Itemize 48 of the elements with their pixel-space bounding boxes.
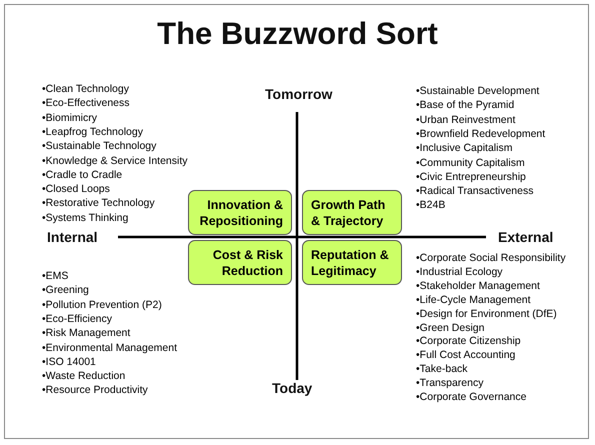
list-item: •ISO 14001 bbox=[42, 354, 96, 370]
slide-title: The Buzzword Sort bbox=[156, 16, 439, 52]
list-item: •Corporate Citizenship bbox=[416, 335, 521, 350]
list-item: •Restorative Technology bbox=[42, 196, 155, 211]
list-item: •Environmental Management bbox=[42, 340, 177, 355]
list-item: •Stakeholder Management bbox=[416, 280, 540, 294]
list-item: •Green Design bbox=[416, 322, 484, 336]
list-item: •Eco-Efficiency bbox=[42, 312, 112, 326]
list-item: •Risk Management bbox=[42, 326, 130, 340]
axis-label: Tomorrow bbox=[265, 86, 332, 102]
list-item: •B24B bbox=[416, 198, 446, 213]
list-item: •Civic Entrepreneurship bbox=[416, 170, 526, 184]
list-item: •Eco-Effectiveness bbox=[42, 96, 130, 111]
list-item: •Brownfield Redevelopment bbox=[416, 126, 546, 142]
list-item: •Greening bbox=[42, 283, 89, 298]
axis-label: Today bbox=[272, 380, 312, 396]
list-item: •Sustainable Development bbox=[416, 84, 540, 98]
list-item: •Resource Productivity bbox=[42, 383, 148, 398]
axis-label: Internal bbox=[47, 229, 98, 245]
quadrant-box: Innovation & Repositioning bbox=[188, 190, 292, 235]
list-item: •Cradle to Cradle bbox=[42, 168, 122, 182]
list-item: •Community Capitalism bbox=[416, 156, 525, 170]
list-item: •Corporate Social Responsibility bbox=[416, 252, 566, 266]
list-item: •Take-back bbox=[416, 363, 468, 378]
quadrant-box: Reputation & Legitimacy bbox=[302, 240, 402, 285]
list-item: •Inclusive Capitalism bbox=[416, 141, 512, 156]
list-item: •EMS bbox=[42, 269, 68, 284]
list-item: •Biomimicry bbox=[42, 110, 98, 125]
quadrant-box: Growth Path & Trajectory bbox=[302, 190, 402, 235]
list-item: •Clean Technology bbox=[42, 82, 129, 96]
list-item: •Urban Reinvestment bbox=[416, 112, 516, 127]
list-item: •Pollution Prevention (P2) bbox=[42, 298, 162, 312]
quadrant-box: Cost & Risk Reduction bbox=[188, 240, 292, 285]
list-item: •Industrial Ecology bbox=[416, 266, 503, 280]
list-item: •Knowledge & Service Intensity bbox=[42, 154, 188, 168]
list-item: •Waste Reduction bbox=[42, 369, 126, 384]
list-item: •Base of the Pyramid bbox=[416, 98, 514, 113]
list-item: •Corporate Governance bbox=[416, 391, 526, 405]
list-item: •Radical Transactiveness bbox=[416, 184, 534, 198]
list-item: •Full Cost Accounting bbox=[416, 349, 516, 364]
list-item: •Sustainable Technology bbox=[42, 139, 156, 154]
axis-label: External bbox=[498, 229, 554, 245]
list-item: •Life-Cycle Management bbox=[416, 294, 531, 308]
list-item: •Leapfrog Technology bbox=[42, 124, 143, 140]
list-item: •Design for Environment (DfE) bbox=[416, 308, 557, 322]
list-item: •Systems Thinking bbox=[42, 210, 128, 225]
list-item: •Closed Loops bbox=[42, 182, 110, 196]
list-item: •Transparency bbox=[416, 377, 484, 391]
